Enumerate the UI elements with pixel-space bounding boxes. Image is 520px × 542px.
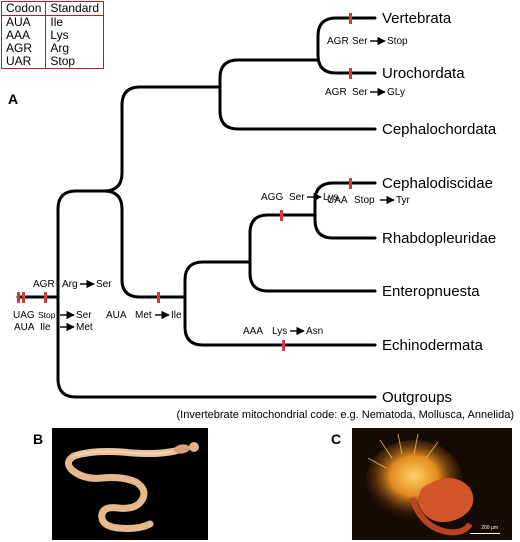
annotation-from: Arg — [62, 279, 78, 290]
photo-worm — [52, 428, 208, 540]
branch-ambulacraria-vertical — [183, 260, 205, 347]
annotation-echinodermata: AAA Lys Asn — [243, 326, 323, 337]
standard-header: Standard — [45, 1, 104, 16]
annotation-codon: AAA — [243, 326, 263, 337]
annotation-to: Ser — [96, 279, 112, 290]
taxon-rhabdopleuridae: Rhabdopleuridae — [382, 230, 496, 247]
annotation-from: Ser — [352, 87, 368, 98]
codon-cell: AUA — [1, 15, 47, 29]
marker-cephalodiscidae — [349, 178, 352, 189]
annotation-root-agr: AGR Arg Ser — [33, 279, 112, 290]
annotation-to: Tyr — [396, 195, 411, 206]
marker-vertebrata — [349, 13, 352, 24]
annotation-from: Ser — [289, 192, 305, 203]
marker-ambulacraria — [157, 292, 160, 303]
annotation-to: Asn — [306, 326, 323, 337]
branch-root-vertical — [56, 189, 78, 399]
annotation-to: Lys — [323, 192, 338, 203]
scale-label: 200 µm — [481, 525, 498, 531]
annotation-from: Stop — [354, 195, 375, 206]
annotation-ambulacraria: AUA Met Ile — [106, 310, 182, 321]
annotation-cephalodiscidae: UAA Stop Tyr — [327, 195, 411, 206]
photo-cephalodiscus: 200 µm — [352, 428, 512, 540]
annotation-to: GLy — [387, 87, 405, 98]
phylogenetic-tree: A Vertebrata Urochordata Cephalochordata… — [8, 10, 514, 421]
worm-image — [65, 442, 199, 532]
codon-cell: UAR — [1, 55, 47, 69]
annotation-to: Met — [76, 322, 93, 333]
codon-table-header-row: Codon Standard — [1, 1, 104, 16]
amino-acid-cell: Stop — [50, 54, 76, 68]
codon-table-row: UAR Stop — [1, 54, 104, 69]
taxon-cephalodiscidae: Cephalodiscidae — [382, 175, 493, 192]
annotation-root-uag: UAG Stop Ser — [13, 310, 92, 321]
panel-label-c: C — [331, 431, 342, 447]
outgroup-note: (Invertebrate mitochondrial code: e.g. N… — [176, 409, 514, 421]
marker-urochordata — [349, 68, 352, 79]
cephalodiscus-image — [366, 433, 474, 536]
codon-cell: AGR — [1, 42, 47, 55]
panel-label-a: A — [8, 91, 18, 107]
annotation-urochordata: AGR Ser GLy — [325, 87, 405, 98]
annotation-codon: AGR — [327, 36, 349, 47]
annotation-codon: UAA — [327, 195, 348, 206]
codon-table-row: AGR Arg — [1, 41, 104, 55]
annotation-from: Ser — [352, 36, 368, 47]
branch-vert-uro-vertical — [316, 16, 338, 75]
amino-acid-cell: Ile — [50, 15, 64, 29]
taxon-echinodermata: Echinodermata — [382, 337, 484, 354]
taxon-outgroups: Outgroups — [382, 389, 452, 406]
annotation-to: Stop — [387, 36, 408, 47]
marker-root-2 — [22, 292, 25, 303]
annotation-codon: AGR — [33, 279, 55, 290]
scale-bar — [470, 533, 500, 534]
branch-hemichordata-vertical — [248, 213, 270, 293]
annotation-from: Met — [135, 310, 152, 321]
branch-to-ambulacraria — [74, 189, 187, 299]
annotation-hemichordata: AGG Ser Lys — [261, 192, 338, 203]
codon-table-row: AUA Ile — [1, 15, 104, 29]
codon-cell: AAA — [1, 29, 47, 42]
codon-table: Codon Standard AUA Ile AAA Lys AGR Arg U… — [1, 1, 105, 69]
marker-root-3 — [44, 292, 47, 303]
annotation-codon: AUA — [106, 310, 127, 321]
amino-acid-cell: Arg — [50, 41, 70, 55]
annotation-to: Ile — [171, 310, 182, 321]
taxon-enteropnuesta: Enteropnuesta — [382, 283, 480, 300]
taxon-cephalochordata: Cephalochordata — [382, 121, 497, 138]
tree-branches — [16, 16, 377, 399]
panel-label-b: B — [33, 431, 44, 447]
marker-echinodermata — [282, 340, 285, 351]
codon-header: Codon — [1, 1, 47, 16]
annotation-from: Ile — [40, 322, 51, 333]
annotation-codon: AGG — [261, 192, 283, 203]
annotation-codon: UAG — [13, 310, 35, 321]
marker-hemichordata — [280, 210, 283, 221]
taxon-urochordata: Urochordata — [382, 65, 465, 82]
codon-change-markers — [17, 13, 352, 351]
branch-olfactores-vertical — [218, 58, 240, 131]
annotation-from: Stop — [38, 310, 56, 320]
annotation-vertebrata: AGR Ser Stop — [327, 36, 408, 47]
branch-chordata-vertical — [120, 85, 142, 107]
marker-root-1 — [17, 292, 20, 303]
annotation-codon: AUA — [14, 322, 35, 333]
annotation-from: Lys — [272, 326, 287, 337]
branch-pterobranch-vertical — [313, 181, 335, 240]
amino-acid-cell: Lys — [50, 28, 69, 42]
panel-b: B — [0, 426, 260, 542]
annotation-codon: AGR — [325, 87, 347, 98]
taxon-vertebrata: Vertebrata — [382, 10, 452, 27]
annotation-root-aua: AUA Ile Met — [14, 322, 93, 333]
annotation-to: Ser — [76, 310, 92, 321]
codon-table-row: AAA Lys — [1, 28, 104, 42]
branch-to-chordata — [74, 103, 124, 193]
panel-c: C 200 µm — [260, 426, 520, 542]
